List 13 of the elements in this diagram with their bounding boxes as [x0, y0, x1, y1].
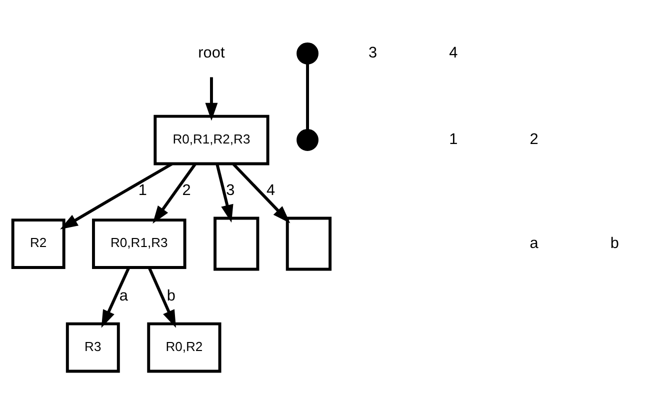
- label: b: [610, 234, 619, 252]
- label: a: [530, 234, 538, 252]
- edge-label: 3: [226, 182, 235, 199]
- edge-label: b: [166, 287, 176, 304]
- edge-label: 1: [138, 182, 147, 199]
- label: 2: [530, 130, 538, 148]
- node-text: root: [198, 44, 225, 61]
- edge-label: 4: [266, 182, 276, 199]
- label: 1: [449, 130, 458, 148]
- edge-label: 2: [182, 182, 191, 199]
- label: 3: [368, 44, 378, 61]
- edge-label: a: [119, 287, 128, 304]
- label: 4: [449, 44, 458, 61]
